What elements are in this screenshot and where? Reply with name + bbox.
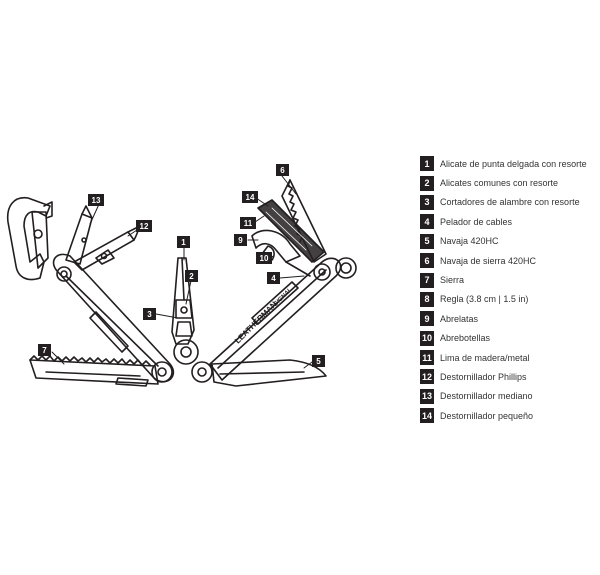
legend-item: 4 Pelador de cables [420, 212, 587, 231]
legend-item: 10 Abrebotellas [420, 329, 587, 348]
legend-number: 7 [420, 272, 434, 288]
lanyard-ring-shape [335, 257, 357, 279]
callout-13: 13 [88, 194, 104, 206]
callout-12: 12 [136, 220, 152, 232]
svg-text:7: 7 [42, 346, 47, 355]
legend-item: 3 Cortadores de alambre con resorte [420, 193, 587, 212]
svg-text:12: 12 [140, 222, 149, 231]
callout-6: 6 [276, 164, 289, 176]
legend-number: 11 [420, 350, 434, 366]
callout-9: 9 [234, 234, 247, 246]
multitool-diagram: LEATHERMAN SIGNAL [6, 164, 357, 387]
svg-text:11: 11 [244, 219, 253, 228]
callout-3: 3 [143, 308, 156, 320]
callout-1: 1 [177, 236, 190, 248]
legend-number: 2 [420, 175, 434, 191]
callout-10: 10 [256, 252, 272, 264]
legend-label: Alicate de punta delgada con resorte [440, 158, 587, 169]
phillips-screwdriver-shape [73, 225, 141, 271]
legend-number: 8 [420, 291, 434, 307]
legend-label: Pelador de cables [440, 216, 513, 227]
legend-label: Alicates comunes con resorte [440, 178, 559, 189]
svg-text:13: 13 [92, 196, 101, 205]
legend-number: 6 [420, 253, 434, 269]
pivot-shapes [151, 361, 213, 383]
legend-item: 2 Alicates comunes con resorte [420, 173, 587, 192]
legend-number: 5 [420, 233, 434, 249]
svg-text:3: 3 [147, 310, 152, 319]
saw-blade-shape [29, 355, 159, 387]
legend-label: Navaja de sierra 420HC [440, 255, 537, 266]
legend-item: 13 Destornillador mediano [420, 387, 587, 406]
legend-item: 1 Alicate de punta delgada con resorte [420, 154, 587, 173]
legend-item: 11 Lima de madera/metal [420, 348, 587, 367]
legend-item: 12 Destornillador Phillips [420, 367, 587, 386]
svg-text:2: 2 [189, 272, 194, 281]
legend-item: 8 Regla (3.8 cm | 1.5 in) [420, 290, 587, 309]
svg-text:1: 1 [181, 238, 186, 247]
svg-text:6: 6 [280, 166, 285, 175]
legend-label: Destornillador pequeño [440, 410, 534, 421]
legend-label: Destornillador Phillips [440, 371, 527, 382]
legend-label: Destornillador mediano [440, 391, 533, 402]
callout-11: 11 [240, 217, 256, 229]
legend-number: 1 [420, 156, 434, 172]
legend-label: Regla (3.8 cm | 1.5 in) [440, 294, 529, 305]
legend-item: 7 Sierra [420, 270, 587, 289]
callout-7: 7 [38, 344, 51, 356]
legend-item: 6 Navaja de sierra 420HC [420, 251, 587, 270]
svg-text:5: 5 [316, 357, 321, 366]
legend-number: 9 [420, 311, 434, 327]
legend-label: Lima de madera/metal [440, 352, 530, 363]
legend-number: 13 [420, 388, 434, 404]
knife-blade-shape [211, 359, 327, 387]
legend-label: Abrelatas [440, 313, 479, 324]
legend-label: Sierra [440, 275, 465, 286]
legend-label: Cortadores de alambre con resorte [440, 197, 580, 208]
legend-item: 5 Navaja 420HC [420, 232, 587, 251]
carabiner-shape [6, 197, 53, 281]
callout-4: 4 [267, 272, 280, 284]
file-shape [257, 199, 325, 263]
legend-item: 14 Destornillador pequeño [420, 406, 587, 425]
legend-label: Navaja 420HC [440, 236, 499, 247]
callout-2: 2 [185, 270, 198, 282]
callout-5: 5 [312, 355, 325, 367]
brand-engraving: LEATHERMAN [233, 300, 279, 346]
pliers-shape [171, 257, 199, 365]
legend-number: 14 [420, 408, 434, 424]
legend-number: 4 [420, 214, 434, 230]
legend-label: Abrebotellas [440, 333, 491, 344]
svg-text:4: 4 [271, 274, 276, 283]
legend-item: 9 Abrelatas [420, 309, 587, 328]
svg-text:9: 9 [238, 236, 243, 245]
svg-text:14: 14 [246, 193, 255, 202]
parts-legend: 1 Alicate de punta delgada con resorte 2… [420, 154, 587, 425]
legend-number: 10 [420, 330, 434, 346]
legend-number: 3 [420, 194, 434, 210]
legend-number: 12 [420, 369, 434, 385]
svg-text:10: 10 [260, 254, 269, 263]
callout-14: 14 [242, 191, 258, 203]
